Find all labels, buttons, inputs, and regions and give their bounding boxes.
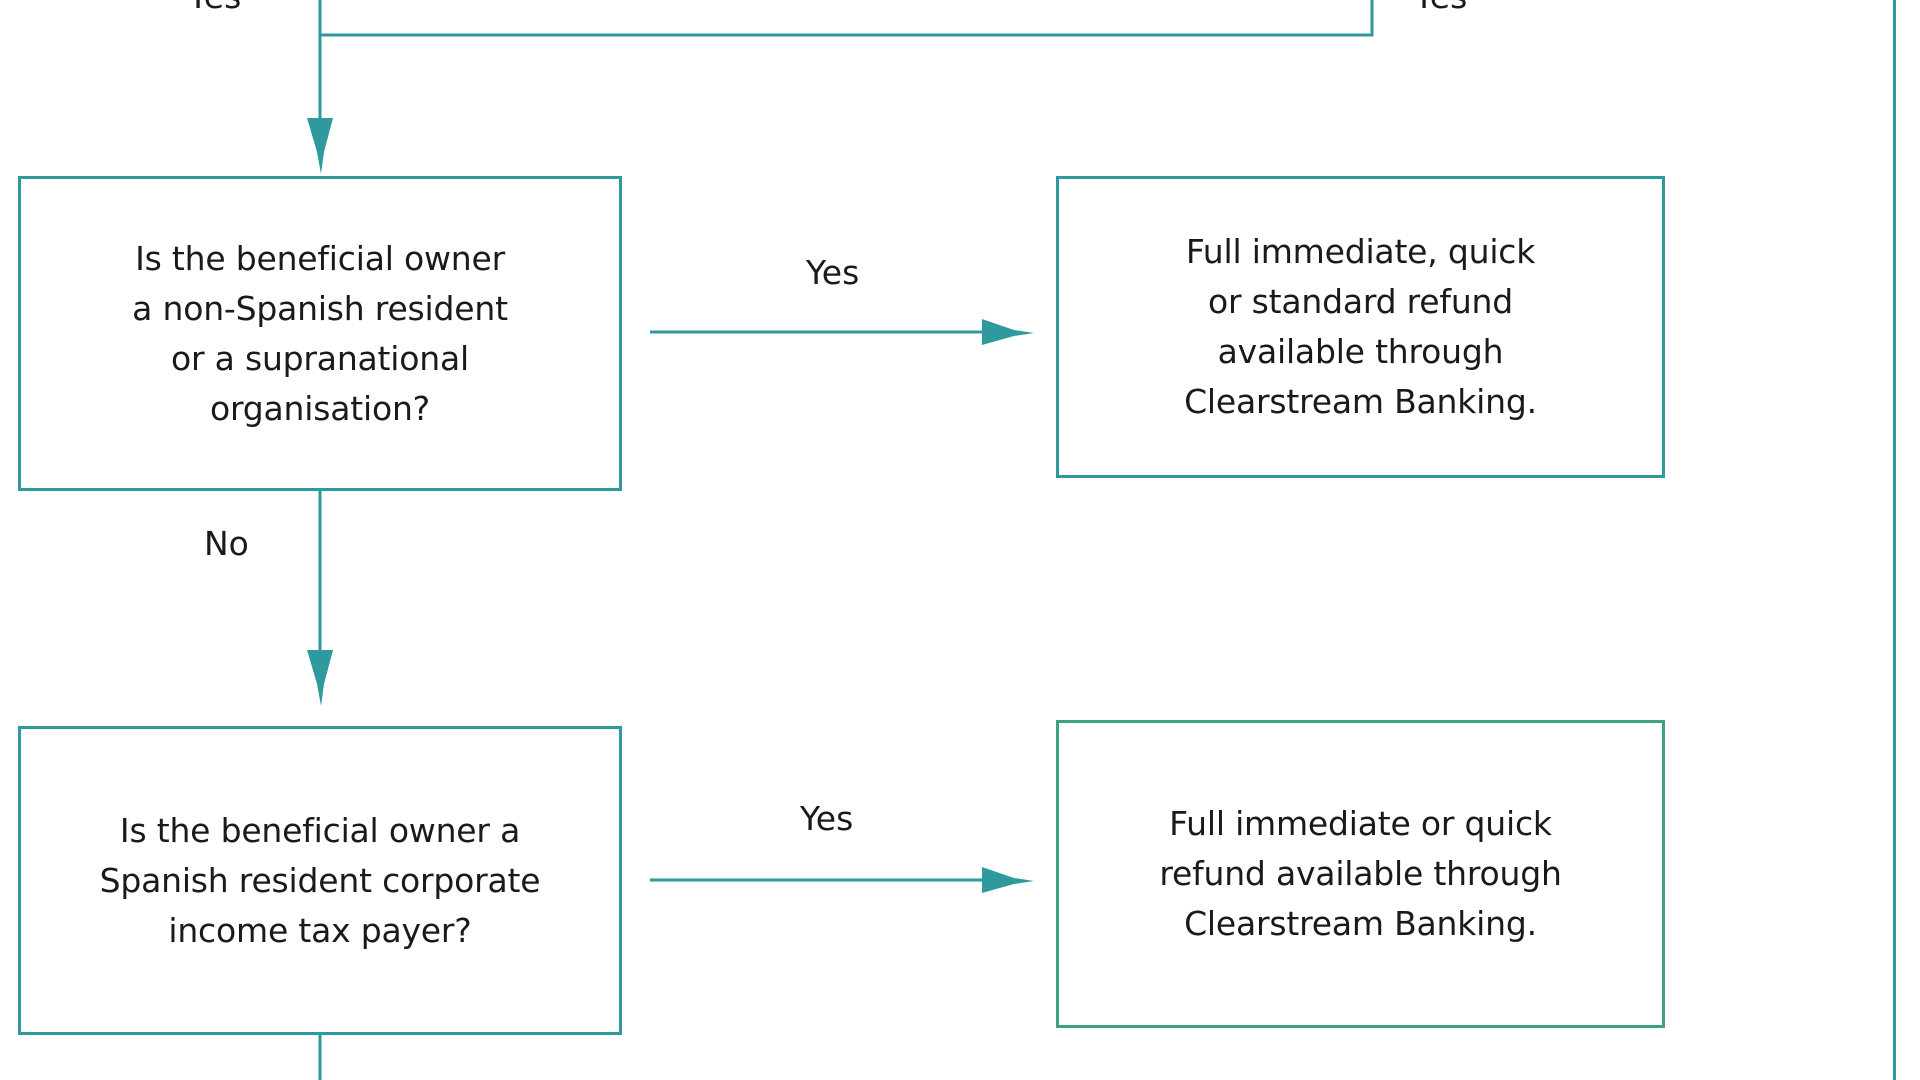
node-label: Full immediate, quick or standard refund…: [1184, 232, 1537, 421]
edge-upstream-to-nonspanish: [307, 0, 333, 174]
edge-nonspanish-yes: [650, 319, 1034, 345]
node-non-spanish-resident-decision[interactable]: Is the beneficial owner a non-Spanish re…: [18, 176, 622, 491]
edge-label-yes-corporate-to-refund: Yes: [800, 799, 854, 838]
edge-upstream-right-join: [320, 0, 1374, 37]
node-spanish-corporate-taxpayer-decision[interactable]: Is the beneficial owner a Spanish reside…: [18, 726, 622, 1035]
node-label: Full immediate or quick refund available…: [1159, 804, 1562, 943]
edge-corporate-yes: [650, 867, 1034, 893]
edge-label-yes-upstream-right: Yes: [1414, 0, 1467, 16]
edge-nonspanish-no: [307, 491, 333, 706]
node-full-quick-standard-refund-outcome[interactable]: Full immediate, quick or standard refund…: [1056, 176, 1665, 478]
edge-label-yes-nonspanish-to-refund: Yes: [806, 253, 860, 292]
edge-label-yes-upstream-left: Yes: [188, 0, 241, 16]
page-border-rule: [1893, 0, 1896, 1080]
node-full-or-quick-refund-outcome[interactable]: Full immediate or quick refund available…: [1056, 720, 1665, 1028]
node-label: Is the beneficial owner a Spanish reside…: [99, 810, 541, 950]
node-label: Is the beneficial owner a non-Spanish re…: [132, 238, 508, 428]
edge-label-no-nonspanish-to-corporate: No: [204, 524, 249, 563]
